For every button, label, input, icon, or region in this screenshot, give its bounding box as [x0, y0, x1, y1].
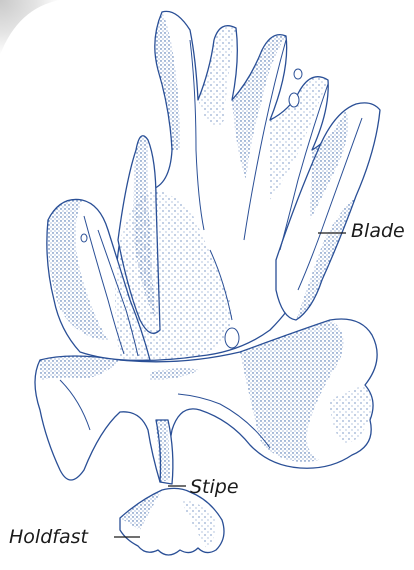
holdfast-label: Holdfast [9, 528, 88, 547]
blade-label: Blade [351, 222, 405, 241]
stipe-label: Stipe [190, 478, 239, 497]
